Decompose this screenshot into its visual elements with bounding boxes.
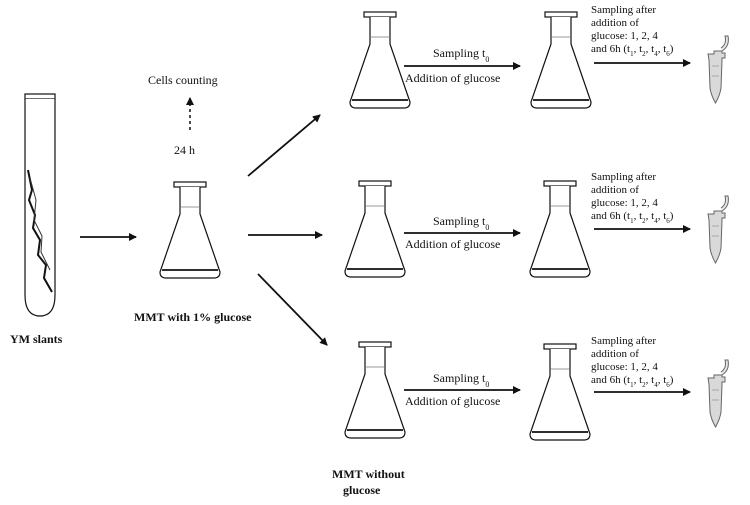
flask-main [159, 181, 221, 279]
flask-1a [349, 11, 411, 109]
after-1-l1: Sampling after [591, 4, 656, 16]
arrow-branch-1 [247, 114, 321, 177]
after-2-l2: addition of [591, 184, 639, 196]
flask-main-label: MMT with 1% glucose [134, 310, 252, 324]
after-3-l3: glucose: 1, 2, 4 [591, 361, 658, 373]
sampling-t0-2: Sampling t0 [433, 214, 489, 232]
microtube-2 [707, 195, 729, 264]
sampling-t0-3: Sampling t0 [433, 371, 489, 389]
ym-slant-tube [24, 93, 56, 317]
microtube-3 [707, 359, 729, 428]
flask-2b [529, 180, 591, 278]
flask-3a [344, 341, 406, 439]
arrow-branch-3 [257, 273, 328, 346]
after-1-times: and 6h (t1, t2, t4, t6) [591, 43, 674, 58]
after-1-l2: addition of [591, 17, 639, 29]
after-3-l1: Sampling after [591, 335, 656, 347]
branch-1: Sampling t0 Addition of glucose Sampling… [349, 4, 729, 109]
cells-counting-label: Cells counting [148, 73, 218, 87]
addition-2: Addition of glucose [405, 237, 500, 251]
branch-2: Sampling t0 Addition of glucose Sampling… [344, 171, 729, 278]
after-1-l3: glucose: 1, 2, 4 [591, 30, 658, 42]
after-3-times: and 6h (t1, t2, t4, t6) [591, 374, 674, 389]
flask-3b [529, 343, 591, 441]
sampling-t0-1: Sampling t0 [433, 46, 489, 64]
flask-1b [530, 11, 592, 109]
after-3-l2: addition of [591, 348, 639, 360]
time-24h-label: 24 h [174, 143, 195, 157]
after-2-l1: Sampling after [591, 171, 656, 183]
after-2-times: and 6h (t1, t2, t4, t6) [591, 210, 674, 225]
addition-1: Addition of glucose [405, 71, 500, 85]
no-glucose-label-1: MMT without [332, 467, 405, 481]
flask-2a [344, 180, 406, 278]
no-glucose-label-2: glucose [343, 483, 381, 497]
slants-label: YM slants [10, 332, 63, 346]
branch-3: Sampling t0 Addition of glucose Sampling… [344, 335, 729, 441]
addition-3: Addition of glucose [405, 394, 500, 408]
after-2-l3: glucose: 1, 2, 4 [591, 197, 658, 209]
microtube-1 [707, 35, 729, 104]
